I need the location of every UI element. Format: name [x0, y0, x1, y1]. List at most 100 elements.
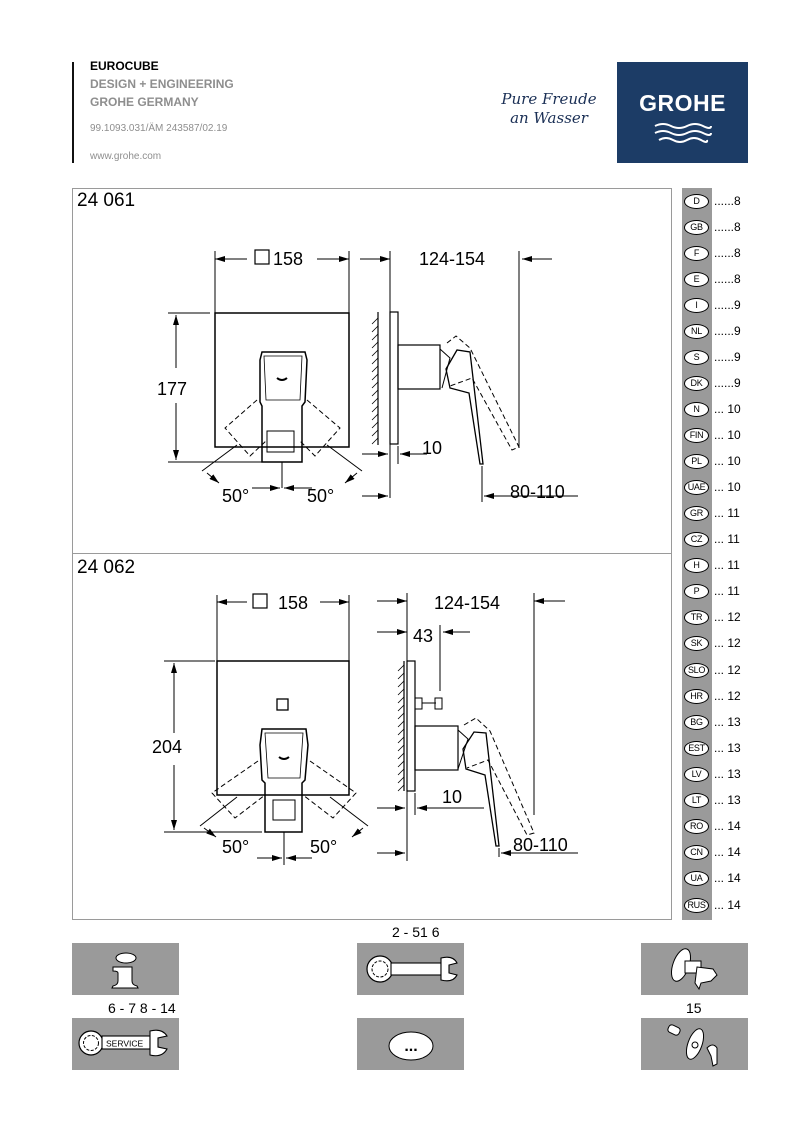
language-code-badge: NL [684, 323, 709, 339]
language-entry[interactable]: SK ... 12 [684, 633, 784, 653]
language-code-badge: D [684, 193, 709, 209]
language-code-badge: FIN [684, 427, 709, 443]
language-code-badge: H [684, 557, 709, 573]
ellipsis-text: ... [404, 1038, 417, 1055]
language-entry[interactable]: FIN ... 10 [684, 425, 784, 445]
height-label: 177 [157, 379, 187, 399]
slogan-line-2: an Wasser [510, 109, 588, 127]
diverter-depth-label: 43 [413, 626, 433, 646]
drawing-frame-24062 [72, 553, 672, 920]
language-page-ref: ... 12 [714, 689, 741, 703]
language-code-badge: LT [684, 792, 709, 808]
language-entry[interactable]: BG... 13 [684, 712, 784, 732]
language-entry[interactable]: SLO... 12 [684, 660, 784, 680]
language-page-ref: ... 13 [714, 715, 741, 729]
spare-parts-section-button[interactable] [641, 1018, 748, 1070]
height-label: 204 [152, 737, 182, 757]
service-section-button[interactable]: SERVICE [72, 1018, 179, 1070]
drawing-frame-24061 [72, 188, 672, 554]
info-section-button[interactable] [72, 943, 179, 995]
language-entry[interactable]: UA... 14 [684, 868, 784, 888]
language-code-badge: CZ [684, 531, 709, 547]
service-page-label: 6 - 7 8 - 14 [108, 1000, 176, 1016]
spare-parts-icon [667, 1024, 718, 1067]
language-page-ref: ... 14 [714, 845, 741, 859]
language-entry[interactable]: H ... 11 [684, 555, 784, 575]
language-page-ref: ... 11 [714, 506, 740, 520]
language-code-badge: S [684, 349, 709, 365]
language-page-ref: ... 13 [714, 767, 741, 781]
language-entry[interactable]: NL ......9 [684, 321, 784, 341]
language-entry[interactable]: UAE... 10 [684, 477, 784, 497]
language-code-badge: CN [684, 844, 709, 860]
language-code-badge: GB [684, 219, 709, 235]
language-entry[interactable]: GR... 11 [684, 503, 784, 523]
language-entry[interactable]: DK......9 [684, 373, 784, 393]
language-entry[interactable]: CN ... 14 [684, 842, 784, 862]
language-page-ref: ... 14 [714, 898, 741, 912]
language-page-ref: ... 10 [714, 428, 741, 442]
depth-range-label: 124-154 [419, 249, 485, 269]
language-page-ref: ... 12 [714, 663, 741, 677]
language-page-ref: ... 11 [714, 558, 740, 572]
document-code: 99.1093.031/ÄM 243587/02.19 [90, 123, 228, 134]
logo-text: GROHE [639, 90, 726, 116]
language-entry[interactable]: RUS ... 14 [684, 895, 784, 915]
ellipsis-icon: ... [388, 1031, 434, 1061]
language-entry[interactable]: LT ... 13 [684, 790, 784, 810]
installation-section-button[interactable] [357, 943, 464, 995]
angle-left-label: 50° [222, 837, 249, 857]
language-entry[interactable]: P... 11 [684, 581, 784, 601]
plate-thickness-label: 10 [442, 787, 462, 807]
language-page-ref: ......9 [714, 298, 741, 312]
technical-drawing-24062: 158 204 50° 50° 124-154 43 10 80-110 [152, 593, 578, 865]
language-page-ref: ... 12 [714, 636, 741, 650]
language-entry[interactable]: PL... 10 [684, 451, 784, 471]
language-page-ref: ... 10 [714, 454, 741, 468]
language-entry[interactable]: F......8 [684, 243, 784, 263]
language-page-ref: ......8 [714, 272, 741, 286]
language-entry[interactable]: LV ... 13 [684, 764, 784, 784]
other-section-button[interactable]: ... [357, 1018, 464, 1070]
language-entry[interactable]: I ......9 [684, 295, 784, 315]
language-page-ref: ... 11 [714, 584, 740, 598]
language-entry[interactable]: RO... 14 [684, 816, 784, 836]
header-divider [72, 62, 74, 163]
installation-page-label: 2 - 51 6 [392, 924, 440, 940]
language-entry[interactable]: E ......8 [684, 269, 784, 289]
website-link[interactable]: www.grohe.com [90, 151, 162, 162]
language-code-badge: RO [684, 818, 709, 834]
language-entry[interactable]: EST... 13 [684, 738, 784, 758]
language-code-badge: E [684, 271, 709, 287]
angle-right-label: 50° [310, 837, 337, 857]
function-section-button[interactable] [641, 943, 748, 995]
language-code-badge: TR [684, 609, 709, 625]
service-wrench-icon: SERVICE [78, 1029, 168, 1057]
language-page-ref: ... 13 [714, 793, 741, 807]
width-label: 158 [273, 249, 303, 269]
language-code-badge: SK [684, 635, 709, 651]
valve-hand-icon [670, 948, 718, 991]
language-entry[interactable]: TR... 12 [684, 607, 784, 627]
language-page-ref: ......9 [714, 350, 741, 364]
language-page-ref: ......9 [714, 376, 741, 390]
angle-right-label: 50° [307, 486, 334, 506]
header-subtitle-1: DESIGN + ENGINEERING [90, 77, 234, 91]
language-page-ref: ......9 [714, 324, 741, 338]
language-page-ref: ... 13 [714, 741, 741, 755]
language-entry[interactable]: HR ... 12 [684, 686, 784, 706]
language-code-badge: N [684, 401, 709, 417]
language-page-ref: ... 14 [714, 871, 741, 885]
language-entry[interactable]: D......8 [684, 191, 784, 211]
spare-parts-page-label: 15 [686, 1000, 702, 1016]
lever-range-label: 80-110 [513, 835, 568, 855]
language-entry[interactable]: GB......8 [684, 217, 784, 237]
language-entry[interactable]: N ... 10 [684, 399, 784, 419]
language-code-badge: I [684, 297, 709, 313]
language-entry[interactable]: S ......9 [684, 347, 784, 367]
language-code-badge: RUS [684, 897, 709, 913]
language-code-badge: HR [684, 688, 709, 704]
language-entry[interactable]: CZ... 11 [684, 529, 784, 549]
language-code-badge: LV [684, 766, 709, 782]
language-page-ref: ... 10 [714, 402, 741, 416]
